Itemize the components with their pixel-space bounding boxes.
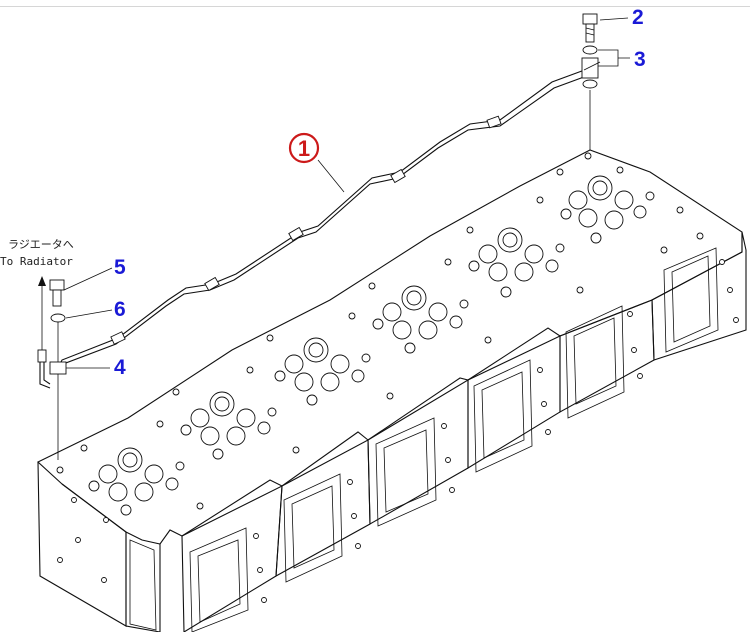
callout-part-2: 2 <box>632 6 644 29</box>
banjo-bolt-2 <box>582 13 598 43</box>
head-front-wall <box>559 299 655 413</box>
head-top-outline <box>37 149 743 545</box>
port-cluster-4 <box>372 285 469 354</box>
callout-part-4: 4 <box>114 356 126 379</box>
bolt-5 <box>49 279 65 307</box>
callout-part-1: 1 <box>298 136 310 161</box>
washer-3 <box>581 45 599 89</box>
washer-6 <box>50 313 66 323</box>
port-cluster-1 <box>88 447 185 516</box>
top-frame-line <box>0 6 750 7</box>
side-wall-holes <box>57 259 739 603</box>
callout-part-6: 6 <box>114 298 126 321</box>
to-radiator-english-label: To Radiator <box>0 255 73 268</box>
leader-lines <box>63 17 630 369</box>
port-cluster-5 <box>468 227 565 298</box>
connector-4 <box>37 349 67 389</box>
callout-part-5: 5 <box>114 256 126 279</box>
to-radiator-japanese-label: ラジエータへ <box>8 238 74 251</box>
part-1-callout-circle <box>288 132 320 164</box>
water-pipe <box>53 67 593 375</box>
radiator-arrow-icon <box>38 276 46 286</box>
deck-small-holes <box>56 152 704 510</box>
port-cluster-2 <box>180 391 277 460</box>
side-window-recesses <box>129 247 719 632</box>
cylinder-head-assembly <box>37 149 747 632</box>
port-cluster-3 <box>274 337 371 406</box>
port-cluster-6 <box>560 175 655 244</box>
callout-part-3: 3 <box>634 48 646 71</box>
